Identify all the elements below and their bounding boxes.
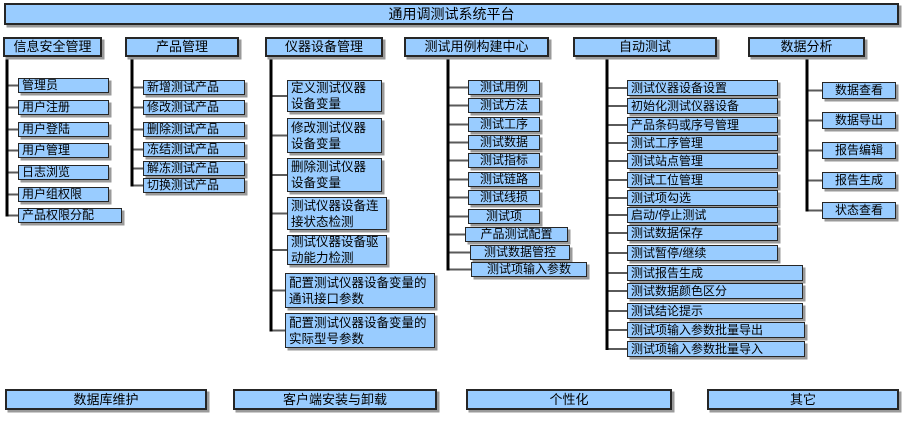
branch-header-info-security: 信息安全管理	[3, 37, 102, 57]
tree-node: 测试数据管控	[470, 245, 570, 260]
tree-node: 测试工序	[468, 117, 540, 132]
tree-node: 产品测试配置	[465, 227, 568, 242]
tree-node: 测试数据颜色区分	[627, 283, 803, 299]
tree-node: 测试项输入参数批量导入	[627, 341, 805, 357]
tree-node: 产品条码或序号管理	[627, 117, 778, 133]
tree-node: 测试链路	[468, 172, 540, 187]
tree-node: 新增测试产品	[143, 80, 245, 95]
tree-node: 测试项输入参数批量导出	[627, 322, 805, 338]
tree-node: 测试数据	[468, 135, 540, 150]
tree-node: 测试线损	[468, 190, 540, 205]
tree-node: 用户组权限	[18, 187, 109, 202]
tree-node: 用户登陆	[18, 122, 109, 137]
tree-node: 测试工位管理	[627, 172, 778, 188]
bottom-box-personalization: 个性化	[466, 389, 672, 410]
tree-node: 报告编辑	[822, 142, 896, 159]
tree-node: 测试仪器设备连接状态检测	[287, 197, 387, 230]
tree-node: 测试站点管理	[627, 153, 778, 169]
tree-node: 测试仪器设备设置	[627, 80, 778, 96]
tree-node: 初始化测试仪器设备	[627, 98, 778, 114]
tree-node: 测试仪器设备驱动能力检测	[287, 235, 387, 265]
tree-node: 测试用例	[468, 80, 540, 95]
tree-node: 测试项勾选	[627, 190, 778, 206]
tree-node: 管理员	[18, 78, 109, 93]
tree-node: 测试工序管理	[627, 135, 778, 151]
branch-header-data-analysis: 数据分析	[748, 37, 865, 57]
branch-header-test-case-build-center: 测试用例构建中心	[404, 37, 549, 57]
tree-node: 状态查看	[822, 202, 896, 219]
tree-node: 测试方法	[468, 98, 540, 113]
tree-node: 用户管理	[18, 143, 109, 158]
bottom-box-database-maintenance: 数据库维护	[5, 389, 207, 410]
tree-node: 产品权限分配	[18, 208, 122, 223]
tree-node: 修改测试产品	[143, 100, 245, 115]
tree-node: 冻结测试产品	[143, 142, 245, 157]
tree-node: 删除测试产品	[143, 122, 245, 137]
tree-node: 报告生成	[822, 172, 896, 189]
tree-node: 测试数据保存	[627, 225, 778, 241]
tree-node: 定义测试仪器设备变量	[287, 80, 382, 112]
tree-node: 删除测试仪器设备变量	[287, 158, 382, 192]
diagram-title: 通用调测试系统平台	[4, 3, 899, 25]
tree-node: 测试指标	[468, 153, 540, 168]
bottom-box-client-install-uninstall: 客户端安装与卸载	[233, 389, 437, 410]
tree-node: 测试报告生成	[627, 265, 803, 281]
tree-node: 测试结论提示	[627, 303, 803, 319]
tree-node: 切换测试产品	[143, 178, 245, 193]
tree-node: 配置测试仪器设备变量的实际型号参数	[285, 313, 435, 348]
tree-node: 数据查看	[822, 82, 896, 99]
tree-node: 解冻测试产品	[143, 161, 245, 176]
tree-node: 测试项输入参数	[471, 262, 587, 277]
branch-header-auto-test: 自动测试	[573, 37, 717, 57]
tree-node: 日志浏览	[18, 165, 109, 180]
tree-node: 配置测试仪器设备变量的通讯接口参数	[285, 273, 435, 308]
tree-node: 测试项	[468, 209, 540, 224]
branch-header-product-mgmt: 产品管理	[125, 37, 239, 57]
tree-node: 数据导出	[822, 112, 896, 129]
tree-node: 测试暂停/继续	[627, 245, 778, 261]
bottom-box-others: 其它	[707, 389, 899, 410]
tree-node: 修改测试仪器设备变量	[287, 118, 382, 153]
tree-node: 启动/停止测试	[627, 207, 778, 223]
branch-header-instrument-equipment-mgmt: 仪器设备管理	[265, 37, 383, 57]
tree-node: 用户注册	[18, 100, 109, 115]
